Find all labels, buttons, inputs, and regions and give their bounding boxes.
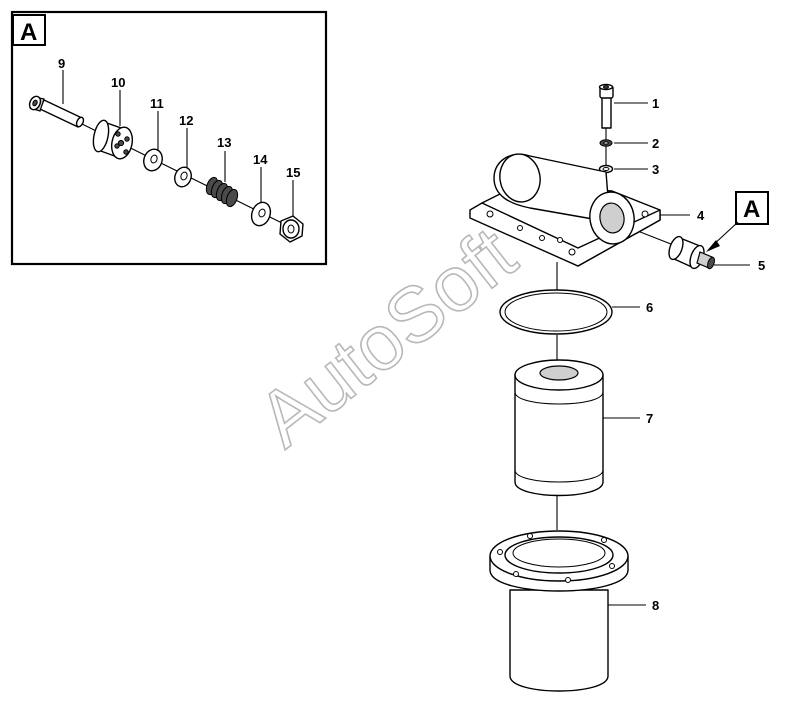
detail-view-label: A: [20, 19, 37, 46]
part-12-washer: [174, 166, 192, 188]
part-label-1: 1: [652, 96, 659, 111]
filter-assembly: A 1 2 3 4 5 6 7 8: [469, 83, 769, 692]
part-label-8: 8: [652, 598, 659, 613]
part-14-washer: [250, 201, 272, 227]
watermark-text: AutoSoft: [241, 210, 531, 464]
detail-callout-a: A: [706, 191, 769, 252]
part-label-6: 6: [646, 300, 653, 315]
part-label-15: 15: [286, 165, 300, 180]
part-9-bolt: [28, 95, 85, 128]
part-label-13: 13: [217, 135, 231, 150]
detail-view-a: A: [10, 10, 328, 266]
part-label-4: 4: [697, 208, 705, 223]
part-5-relief-valve: [668, 235, 715, 270]
part-3-o-ring: [598, 164, 614, 174]
part-13-spring: [205, 176, 239, 208]
part-label-12: 12: [179, 113, 193, 128]
callout-label-box: [735, 191, 769, 225]
part-1-bolt: [598, 83, 614, 129]
part-label-9: 9: [58, 56, 65, 71]
part-15-nut: [279, 215, 304, 243]
part-label-11: 11: [150, 96, 164, 111]
part-label-10: 10: [111, 75, 125, 90]
detail-view-label-box: [12, 14, 46, 46]
part-10-valve-body: [92, 119, 134, 160]
callout-label: A: [743, 196, 760, 223]
part-label-5: 5: [758, 258, 765, 273]
callout-arrowhead: [706, 240, 720, 252]
part-6-sealing-ring: [499, 289, 613, 335]
part-8-filter-bowl: [489, 530, 629, 692]
part-label-2: 2: [652, 136, 659, 151]
part-label-7: 7: [646, 411, 653, 426]
detail-view-frame: [10, 10, 328, 266]
part-4-filter-head: [469, 153, 661, 267]
part-11-washer: [143, 148, 163, 172]
part-label-3: 3: [652, 162, 659, 177]
part-2-washer: [599, 139, 613, 147]
part-label-14: 14: [253, 152, 268, 167]
part-7-filter-element: [514, 359, 604, 497]
